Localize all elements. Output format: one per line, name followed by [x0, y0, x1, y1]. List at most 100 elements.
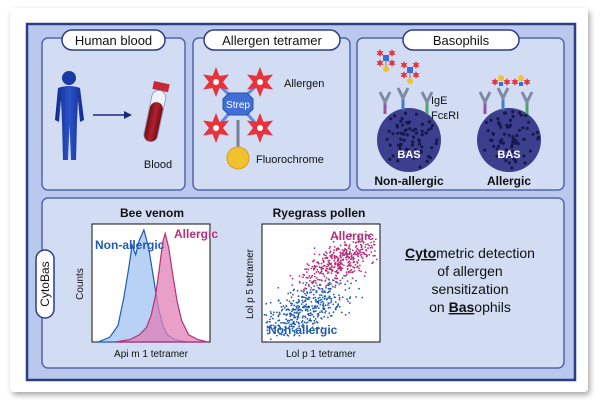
scatter-point [320, 262, 323, 265]
scatter-point [350, 234, 353, 237]
fceri-receptor-icon [525, 102, 529, 114]
scatter-point [296, 290, 299, 292]
scatter-point [276, 334, 278, 337]
scatter-point [280, 333, 283, 336]
scatter-point [283, 329, 286, 331]
granule [425, 159, 429, 163]
scatter-point [324, 251, 327, 253]
blood-tube-icon [143, 81, 170, 142]
scatter-point [348, 260, 350, 263]
scatter-point [307, 330, 309, 333]
scatter-point [327, 304, 329, 306]
scatter-point [335, 280, 337, 283]
scatter-point [357, 259, 360, 262]
scatter-point [342, 259, 344, 262]
scatter-point [300, 289, 303, 292]
granule [504, 159, 508, 163]
scatter-point [348, 312, 351, 314]
panel-cytobas: CytoBas Bee venom Api m 1 tetramer Count… [35, 197, 565, 369]
scatter-point [322, 265, 325, 267]
scatter-point [285, 318, 288, 321]
scatter-point [345, 252, 348, 254]
scatter-point [334, 286, 336, 289]
scatter-point [335, 305, 338, 308]
scatter-point [296, 315, 299, 318]
scatter-point [348, 287, 351, 290]
granule [420, 122, 424, 126]
granule [503, 111, 507, 115]
scatter-point [310, 319, 313, 322]
scatter-point [289, 291, 292, 294]
scatter-point [343, 254, 346, 257]
cytobas-description: Cytometric detection of allergen sensiti… [405, 245, 535, 315]
scatter-point [311, 305, 313, 307]
granule [429, 126, 433, 130]
scatter-point [309, 318, 311, 320]
scatter-point [272, 313, 275, 316]
scatter-point [299, 308, 302, 311]
scatter-point [337, 259, 339, 261]
scatter-point [335, 269, 338, 272]
scatter-point [344, 275, 347, 277]
panel-title-allergen-tetramer: Allergen tetramer [222, 33, 322, 48]
scatter-point [291, 328, 294, 330]
chart2-xlabel: Lol p 1 tetramer [286, 349, 357, 360]
scatter-point [329, 263, 332, 265]
scatter-point [306, 263, 309, 265]
scatter-point [373, 240, 375, 243]
mini-allergen-icon [376, 49, 384, 57]
scatter-point [315, 291, 318, 293]
scatter-point [285, 314, 288, 317]
scatter-point [333, 254, 336, 257]
scatter-point [316, 268, 319, 271]
granule [414, 127, 418, 131]
granule [500, 138, 504, 142]
scatter-point [338, 266, 341, 269]
granule [486, 129, 490, 133]
scatter-point [324, 304, 327, 307]
ige-antibody-icon [420, 91, 434, 106]
scatter-point [316, 326, 318, 329]
granule [424, 131, 428, 135]
fceri-label: FcεRI [431, 110, 459, 122]
fceri-receptor-icon [501, 98, 505, 110]
scatter-point [352, 261, 355, 264]
scatter-point [311, 274, 314, 277]
granule [495, 154, 499, 158]
granule [505, 123, 509, 127]
granule [515, 133, 519, 138]
granule [516, 142, 520, 146]
mini-allergen-icon [400, 71, 408, 79]
granule [417, 142, 421, 146]
granule [535, 130, 539, 134]
scatter-point [355, 296, 358, 298]
ige-antibody-icon [478, 91, 492, 106]
scatter-point [362, 241, 365, 244]
scatter-point [321, 288, 324, 291]
scatter-point [287, 292, 290, 295]
scatter-point [346, 255, 348, 258]
granule [499, 141, 503, 145]
scatter-point [358, 240, 361, 243]
granule [430, 123, 435, 128]
scatter-point [306, 271, 308, 273]
scatter-point [329, 250, 332, 253]
scatter-point [317, 271, 320, 273]
scatter-point [311, 326, 314, 329]
scatter-point [269, 338, 272, 341]
scatter-point [322, 273, 325, 275]
scatter-point [340, 259, 342, 262]
scatter-point [302, 276, 304, 279]
scatter-point [320, 301, 322, 304]
scatter-point [315, 320, 318, 323]
scatter-point [300, 303, 303, 305]
scatter-point [320, 268, 323, 271]
scatter-point [350, 268, 353, 271]
granule [400, 150, 404, 154]
granule [393, 114, 397, 118]
scatter-point [290, 302, 292, 305]
scatter-point [303, 305, 306, 307]
scatter-point [347, 247, 350, 250]
scatter-point [347, 300, 349, 303]
granule [411, 140, 415, 144]
